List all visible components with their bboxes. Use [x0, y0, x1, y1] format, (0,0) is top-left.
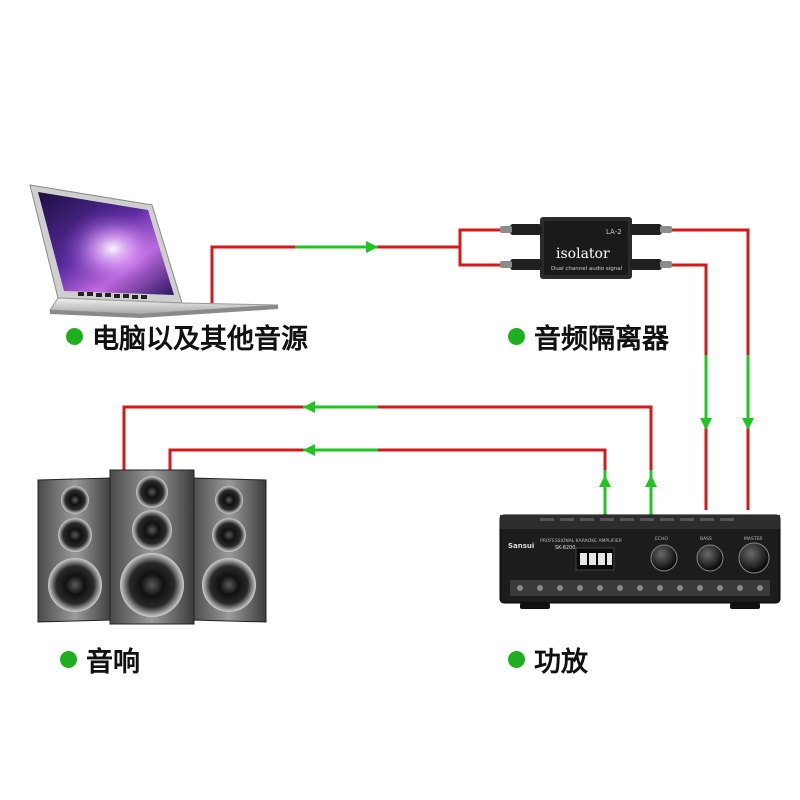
label-amplifier-text: 功放: [534, 647, 588, 678]
isolator-caption-text: Dual channel audio signal: [551, 266, 623, 272]
amplifier-title-text: PROFESSIONAL KARAOKE AMPLIFIER: [540, 538, 622, 544]
speaker-center: [109, 469, 195, 625]
label-computer-text: 电脑以及其他音源: [92, 324, 308, 355]
label-amplifier: 功放: [508, 640, 588, 679]
knob-label-bass: BASS: [700, 536, 712, 542]
speakers-icon: [37, 469, 267, 625]
arrow-left: [303, 444, 315, 456]
label-speakers: 音响: [60, 640, 140, 679]
amplifier-model-text: SK-8200: [555, 545, 575, 551]
laptop-icon: [29, 184, 279, 318]
amplifier-icon: Sansui PROFESSIONAL KARAOKE AMPLIFIER SK…: [499, 514, 781, 609]
amplifier-display: [575, 547, 615, 571]
speaker-left: [37, 477, 113, 623]
bullet-icon: [508, 328, 525, 345]
wire-isolator-to-amplifier: [660, 228, 750, 510]
arrow-up: [599, 475, 611, 487]
knob-label-echo: ECHO: [655, 536, 668, 542]
arrow-left: [303, 401, 315, 413]
label-isolator: 音频隔离器: [508, 317, 669, 356]
arrow-down: [742, 418, 754, 430]
arrow-down: [700, 418, 712, 430]
label-computer: 电脑以及其他音源: [66, 317, 308, 356]
rca-connector-icon: [500, 224, 672, 270]
arrow-right: [366, 241, 378, 253]
knob-echo: [650, 544, 678, 572]
isolator-brand-text: isolator: [556, 246, 610, 262]
label-isolator-text: 音频隔离器: [534, 324, 669, 355]
arrow-up: [645, 475, 657, 487]
speaker-right: [191, 477, 267, 623]
knob-label-master: MASTER: [744, 536, 763, 542]
bullet-icon: [508, 651, 525, 668]
wire-amplifier-to-speakers: [122, 405, 653, 515]
knob-master: [738, 542, 770, 574]
wire-computer-to-isolator: [210, 228, 520, 303]
bullet-icon: [66, 328, 83, 345]
label-speakers-text: 音响: [86, 647, 140, 678]
bullet-icon: [60, 651, 77, 668]
isolator-device-icon: LA-2 isolator Dual channel audio signal: [500, 217, 672, 279]
isolator-model-text: LA-2: [606, 228, 622, 236]
knob-bass: [696, 544, 724, 572]
amplifier-brand-text: Sansui: [508, 542, 534, 550]
